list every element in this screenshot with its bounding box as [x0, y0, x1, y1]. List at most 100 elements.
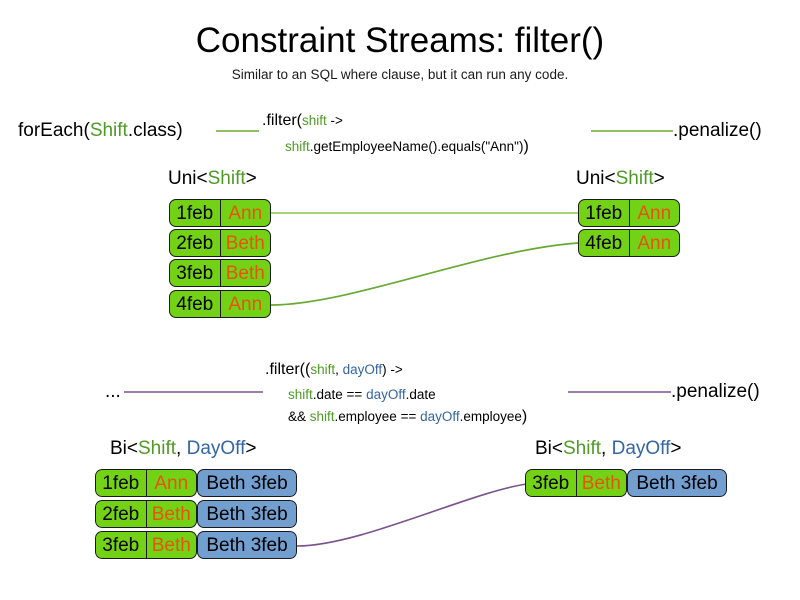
bi-penalize-expression: .penalize() [671, 381, 760, 402]
shift-employee: Ann [154, 472, 189, 494]
uni-foreach-suffix: .class) [127, 120, 183, 141]
shift-date: 1feb [102, 472, 140, 494]
cell-divider [575, 470, 577, 496]
uni-right-type-prefix: Uni< [576, 168, 616, 189]
uni-left-shift-row-4[interactable]: 4feb Ann [169, 290, 271, 318]
bi-filter-param-comma: , [335, 362, 343, 377]
bi-right-dayoff-1[interactable]: Beth 3feb [627, 469, 727, 497]
bi-filter-l2-dayoff: dayOff [366, 387, 406, 402]
bi-left-dayoff-2[interactable]: Beth 3feb [197, 500, 297, 528]
dayoff-value: Beth 3feb [206, 503, 288, 525]
bi-left-type-generic-dayoff: DayOff [186, 438, 246, 459]
bi-connector-3feb [296, 483, 528, 547]
uni-left-shift-row-3[interactable]: 3feb Beth [169, 259, 271, 287]
cell-divider [628, 230, 630, 256]
uni-filter-lambda-param: shift [302, 113, 327, 128]
uni-left-shift-row-1[interactable]: 1feb Ann [169, 199, 271, 227]
bi-left-shift-1[interactable]: 1feb Ann [95, 469, 197, 497]
shift-employee: Beth [225, 232, 265, 254]
uni-left-type-generic: Shift [207, 168, 246, 189]
shift-date: 3feb [102, 534, 140, 556]
uni-right-shift-row-2[interactable]: 4feb Ann [578, 229, 680, 257]
bi-left-shift-2[interactable]: 2feb Beth [95, 500, 197, 528]
bi-filter-line-3: && shift.employee == dayOff.employee) [288, 407, 527, 427]
shift-date: 1feb [176, 202, 214, 224]
uni-filter-line-1: .filter(shift -> [262, 111, 343, 131]
bi-left-pair-row-2[interactable]: 2feb Beth Beth 3feb [95, 500, 297, 528]
cell-divider [219, 291, 221, 317]
uni-right-shift-row-1[interactable]: 1feb Ann [578, 199, 680, 227]
bi-filter-close-paren: ) [521, 408, 528, 425]
bi-filter-param-dayoff: dayOff [342, 362, 383, 377]
cell-divider [219, 200, 221, 226]
cell-divider [219, 260, 221, 286]
bi-left-dayoff-3[interactable]: Beth 3feb [197, 531, 297, 559]
bi-filter-l2-shift: shift [288, 387, 313, 402]
bi-left-type-generic-shift: Shift [138, 438, 177, 459]
uni-foreach-type: Shift [89, 120, 128, 141]
shift-employee: Beth [581, 472, 621, 494]
page-subtitle: Similar to an SQL where clause, but it c… [231, 67, 569, 82]
shift-date: 3feb [532, 472, 570, 494]
bi-filter-param-shift: shift [310, 362, 336, 377]
cell-divider [145, 501, 147, 527]
bi-right-type-prefix: Bi< [535, 438, 563, 459]
shift-employee: Ann [228, 202, 263, 224]
bi-right-type-comma: , [601, 438, 612, 459]
bi-right-shift-1[interactable]: 3feb Beth [525, 469, 627, 497]
bi-filter-l3-mid: .employee == [334, 409, 421, 424]
bi-left-shift-3[interactable]: 3feb Beth [95, 531, 197, 559]
bi-left-pair-row-1[interactable]: 1feb Ann Beth 3feb [95, 469, 297, 497]
shift-date: 4feb [176, 293, 214, 315]
uni-filter-arrow: -> [326, 113, 343, 128]
shift-date: 1feb [585, 202, 623, 224]
bi-filter-l3-and: && [288, 409, 310, 424]
bi-filter-l2-mid: .date == [312, 387, 367, 402]
bi-filter-line-2: shift.date == dayOff.date [288, 385, 436, 404]
uni-foreach-prefix: forEach( [18, 120, 90, 141]
bi-filter-line-1: .filter((shift, dayOff) -> [265, 360, 403, 380]
bi-right-type-suffix: > [670, 438, 682, 459]
bi-left-type-prefix: Bi< [110, 438, 138, 459]
bi-filter-arrow: ) -> [382, 362, 403, 377]
bi-right-pair-row-1[interactable]: 3feb Beth Beth 3feb [525, 469, 727, 497]
shift-date: 2feb [176, 232, 214, 254]
bi-left-type-suffix: > [245, 438, 257, 459]
shift-date: 2feb [102, 503, 140, 525]
bi-filter-l3-dayoff: dayOff [420, 409, 460, 424]
uni-connector-4feb [270, 242, 579, 306]
uni-penalize-expression: .penalize() [673, 120, 762, 141]
shift-employee: Ann [637, 202, 672, 224]
uni-filter-line-2: shift.getEmployeeName().equals("Ann")) [285, 137, 529, 157]
bi-right-type-generic-dayoff: DayOff [611, 438, 671, 459]
bi-left-pair-row-3[interactable]: 3feb Beth Beth 3feb [95, 531, 297, 559]
uni-filter-open: .filter( [262, 112, 302, 129]
uni-filter-body-var: shift [285, 139, 310, 154]
uni-left-type-prefix: Uni< [168, 168, 208, 189]
cell-divider [219, 230, 221, 256]
cell-divider [145, 470, 147, 496]
uni-foreach-expression: forEach(Shift.class) [18, 119, 183, 143]
bi-left-type-label: Bi<Shift, DayOff> [110, 437, 256, 460]
uni-left-shift-row-2[interactable]: 2feb Beth [169, 229, 271, 257]
uni-filter-body-call: .getEmployeeName().equals("Ann") [309, 139, 524, 154]
shift-employee: Beth [151, 534, 191, 556]
uni-right-type-generic: Shift [615, 168, 654, 189]
uni-left-type-label: Uni<Shift> [168, 167, 257, 190]
bi-left-dayoff-1[interactable]: Beth 3feb [197, 469, 297, 497]
cell-divider [145, 532, 147, 558]
bi-right-type-label: Bi<Shift, DayOff> [535, 437, 681, 460]
uni-filter-close-paren: ) [523, 138, 529, 155]
uni-right-type-suffix: > [653, 168, 665, 189]
dayoff-value: Beth 3feb [636, 472, 718, 494]
dayoff-value: Beth 3feb [206, 472, 288, 494]
uni-right-type-label: Uni<Shift> [576, 167, 665, 190]
shift-employee: Beth [151, 503, 191, 525]
dayoff-value: Beth 3feb [206, 534, 288, 556]
cell-divider [628, 200, 630, 226]
shift-employee: Ann [637, 232, 672, 254]
uni-left-type-suffix: > [245, 168, 257, 189]
shift-employee: Ann [228, 293, 263, 315]
bi-filter-l3-end: .employee [459, 409, 522, 424]
